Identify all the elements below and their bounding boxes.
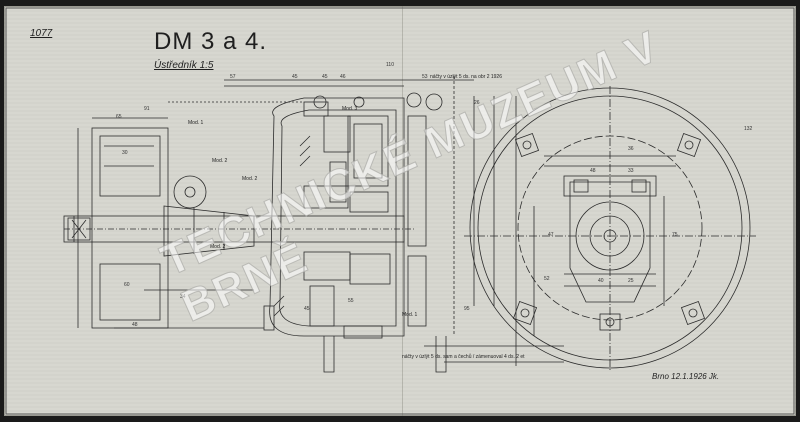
end-cover-inner-housing bbox=[569, 181, 651, 303]
dimension-label: 55 bbox=[348, 298, 354, 304]
modification-label: Mod. 2 bbox=[210, 244, 226, 250]
dimension-label: 60 bbox=[124, 282, 130, 288]
central-housing bbox=[269, 97, 405, 337]
pulley-circle bbox=[173, 175, 207, 209]
dimension-label: 45 bbox=[322, 74, 328, 80]
dimension-label: 33 bbox=[628, 168, 634, 174]
revision-note-top: náčty v úzlýt 5 ds. na obr 2 1926 bbox=[430, 74, 502, 80]
dimension-label: 34 bbox=[180, 294, 186, 300]
dimension-label: 48 bbox=[590, 168, 596, 174]
modification-label: Mod. 2 bbox=[242, 176, 258, 182]
dimension-label: 25 bbox=[628, 278, 634, 284]
drawing-scale: Ústředník 1:5 bbox=[154, 60, 214, 71]
dimension-label: 110 bbox=[386, 62, 394, 68]
dimension-label: 40 bbox=[598, 278, 604, 284]
dimension-label: 45 bbox=[292, 74, 298, 80]
dimension-label: 26 bbox=[474, 100, 480, 106]
dimension-label: 65 bbox=[116, 114, 122, 120]
modification-label: Mod. 1 bbox=[188, 120, 204, 126]
modification-label: Mod. 1 bbox=[402, 312, 418, 318]
modification-label: Mod. 3 bbox=[342, 106, 358, 112]
signature: Brno 12.1.1926 Jk. bbox=[652, 372, 720, 381]
dimension-label: 75 bbox=[672, 232, 678, 238]
left-housing bbox=[91, 127, 169, 329]
dimension-label: 30 bbox=[122, 150, 128, 156]
modification-label: Mod. 2 bbox=[212, 158, 228, 164]
dimension-label: 48 bbox=[132, 322, 138, 328]
technical-drawing bbox=[5, 7, 795, 415]
fold-line bbox=[402, 6, 403, 416]
dimension-label: 57 bbox=[230, 74, 236, 80]
dimension-label: 46 bbox=[340, 74, 346, 80]
dimension-label: 47 bbox=[548, 232, 554, 238]
revision-note-bottom: náčty v úzlýt 5 ds. sam a čechů / zámenu… bbox=[402, 354, 525, 360]
drawing-title: DM 3 a 4. bbox=[154, 28, 268, 55]
dimension-label: 52 bbox=[544, 276, 550, 282]
drawing-sheet: 1077 DM 3 a 4. Ústředník 1:5 náčty v úzl… bbox=[4, 6, 796, 416]
sheet-number: 1077 bbox=[30, 28, 53, 39]
dimension-label: 45 bbox=[304, 306, 310, 312]
dimension-label: 53 bbox=[422, 74, 428, 80]
dimension-label: 132 bbox=[744, 126, 753, 132]
dimension-label: 36 bbox=[628, 146, 634, 152]
dimension-label: 95 bbox=[464, 306, 470, 312]
dimension-label: 91 bbox=[144, 106, 150, 112]
